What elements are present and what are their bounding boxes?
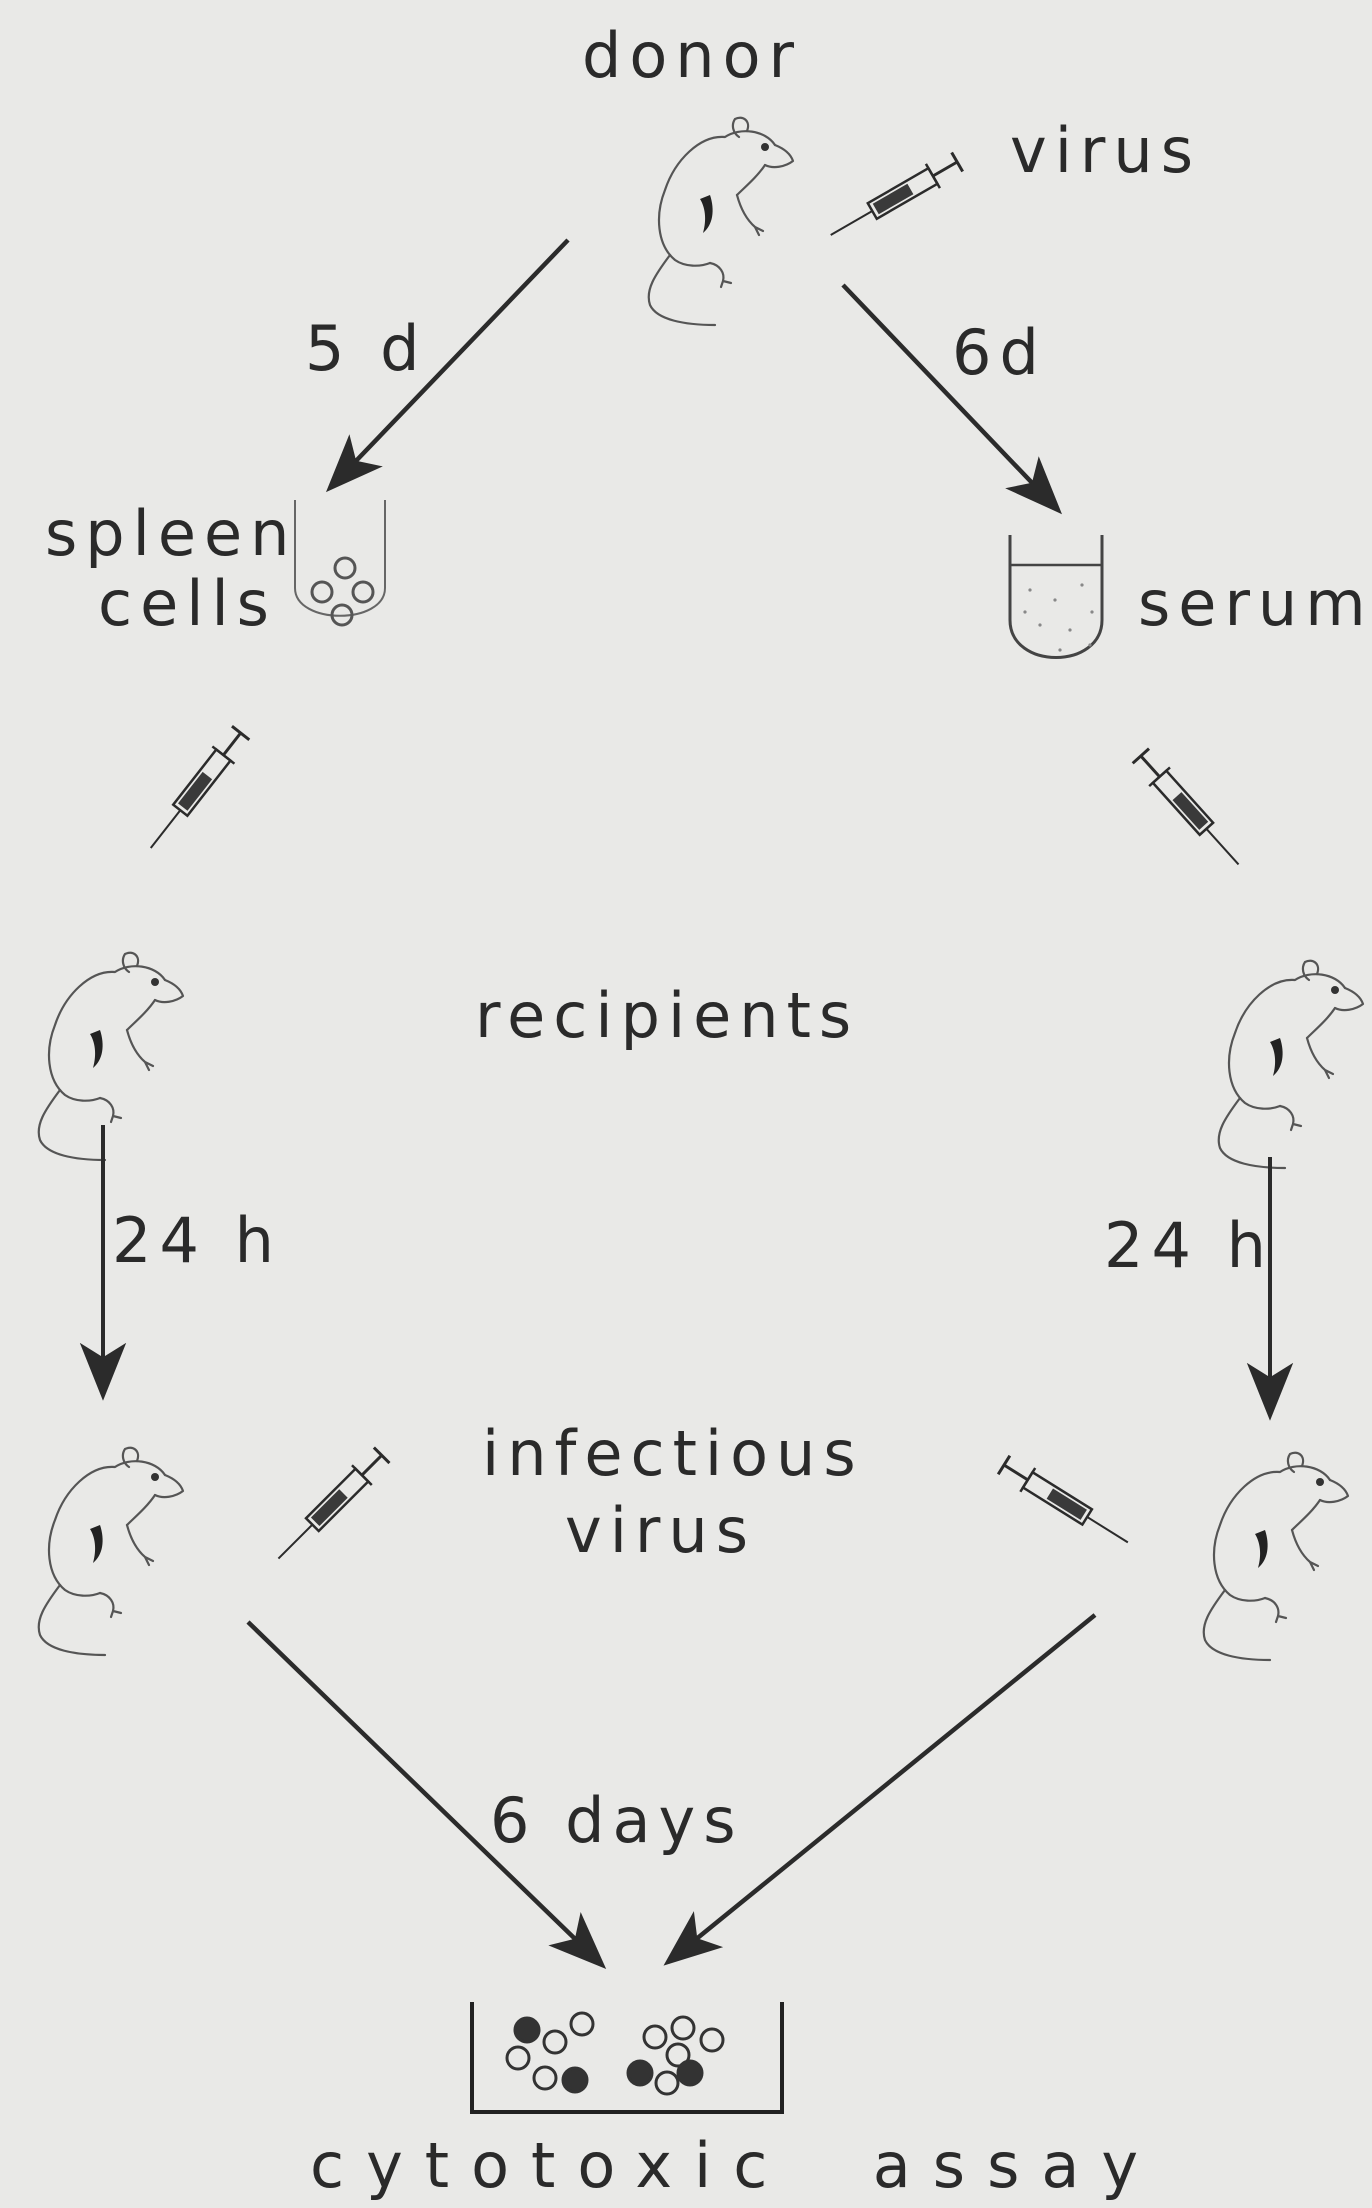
spleen-syringe-icon (140, 724, 252, 856)
recipients-label: recipients (475, 985, 859, 1047)
days-right-label: 6d (952, 322, 1047, 384)
virus-mid-label: virus (565, 1500, 756, 1562)
infected-mouse-left-icon (39, 1448, 183, 1655)
hours-right-label: 24 h (1104, 1215, 1274, 1277)
infected-mouse-right-icon (1204, 1453, 1348, 1660)
spleen-label: spleen (45, 503, 297, 565)
culture-dish-icon (472, 2002, 782, 2112)
virus-syringe-icon (824, 150, 964, 247)
serum-syringe-icon (1130, 747, 1249, 874)
hours-left-label: 24 h (112, 1210, 282, 1272)
infect-syringe-left-icon (269, 1445, 392, 1568)
serum-label: serum (1138, 573, 1372, 635)
assay-label: cytotoxic assay (310, 2135, 1160, 2197)
infect-syringe-right-icon (997, 1453, 1136, 1554)
virus-label: virus (1010, 120, 1201, 182)
recipient-mouse-left-icon (39, 953, 183, 1160)
donor-mouse-icon (649, 118, 793, 325)
serum-tube-icon (1010, 535, 1102, 658)
cells-label: cells (98, 573, 277, 635)
infectious-label: infectious (482, 1423, 864, 1485)
six-days-label: 6 days (490, 1790, 744, 1852)
days-left-label: 5 d (305, 318, 428, 380)
spleen-cells-tube-icon (295, 500, 385, 625)
donor-label: donor (582, 25, 802, 87)
recipient-mouse-right-icon (1219, 961, 1363, 1168)
